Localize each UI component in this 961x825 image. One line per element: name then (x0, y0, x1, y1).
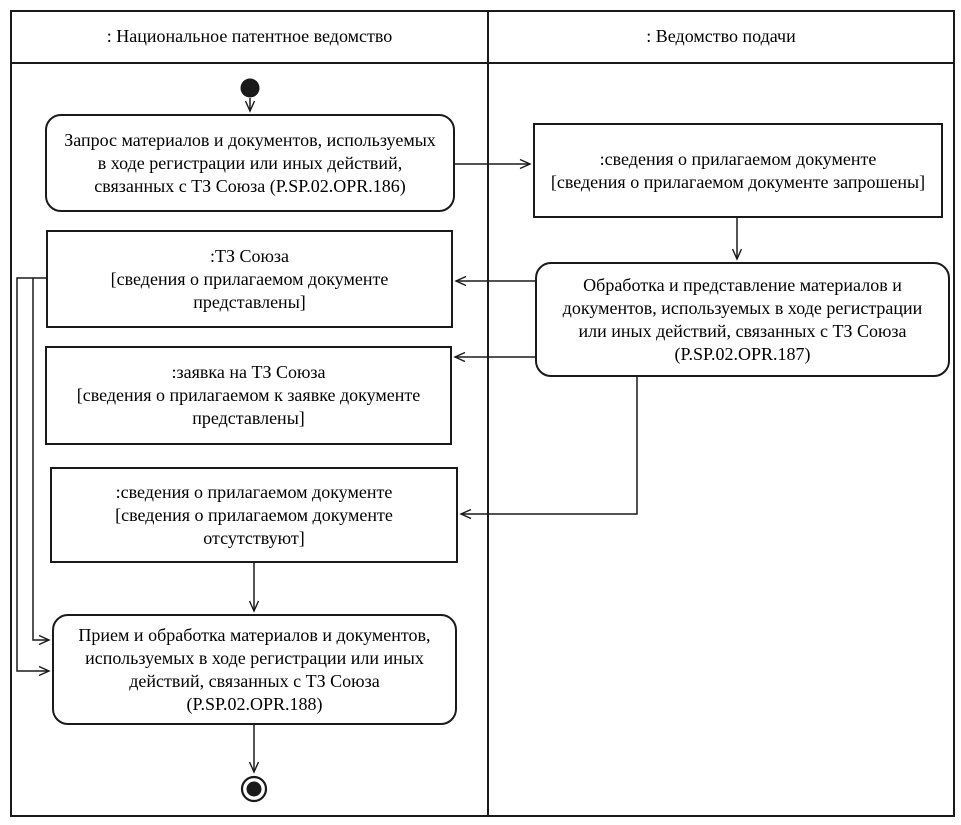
lane-title: : Ведомство подачи (646, 25, 796, 46)
activity-label: Запрос материалов и документов, использу… (64, 129, 436, 196)
lane-header-national-patent-office: : Национальное патентное ведомство (12, 10, 487, 62)
object-attached-document-info-requested: :сведения о прилагаемом документе [сведе… (533, 123, 943, 218)
object-state: [сведения о прилагаемом документе предст… (110, 268, 389, 312)
object-attached-document-info-absent: :сведения о прилагаемом документе [сведе… (50, 467, 458, 563)
object-state: [сведения о прилагаемом к заявке докумен… (76, 385, 421, 428)
lane-header-filing-office: : Ведомство подачи (489, 10, 953, 62)
activity-label: Обработка и представление материалов и д… (562, 274, 923, 364)
lane-header-separator (10, 62, 955, 64)
object-state: [сведения о прилагаемом документе запрош… (550, 171, 926, 192)
activity-process-and-submit-opr187: Обработка и представление материалов и д… (535, 262, 950, 377)
object-title: :сведения о прилагаемом документе (115, 481, 393, 502)
object-title: :сведения о прилагаемом документе (599, 148, 877, 169)
object-state: [сведения о прилагаемом документе отсутс… (115, 504, 393, 548)
object-union-trademark-application-submitted: :заявка на ТЗ Союза [сведения о прилагае… (45, 346, 452, 445)
activity-request-materials-opr186: Запрос материалов и документов, использу… (45, 114, 455, 212)
lane-title: : Национальное патентное ведомство (106, 25, 393, 46)
activity-receive-and-process-opr188: Прием и обработка материалов и документо… (52, 614, 457, 725)
object-union-trademark-submitted: :ТЗ Союза [сведения о прилагаемом докуме… (46, 230, 453, 328)
object-title: :ТЗ Союза (209, 245, 290, 266)
swimlane-frame (10, 10, 955, 817)
lane-divider (487, 10, 489, 817)
activity-label: Прием и обработка материалов и документо… (78, 624, 431, 714)
object-title: :заявка на ТЗ Союза (171, 362, 326, 382)
